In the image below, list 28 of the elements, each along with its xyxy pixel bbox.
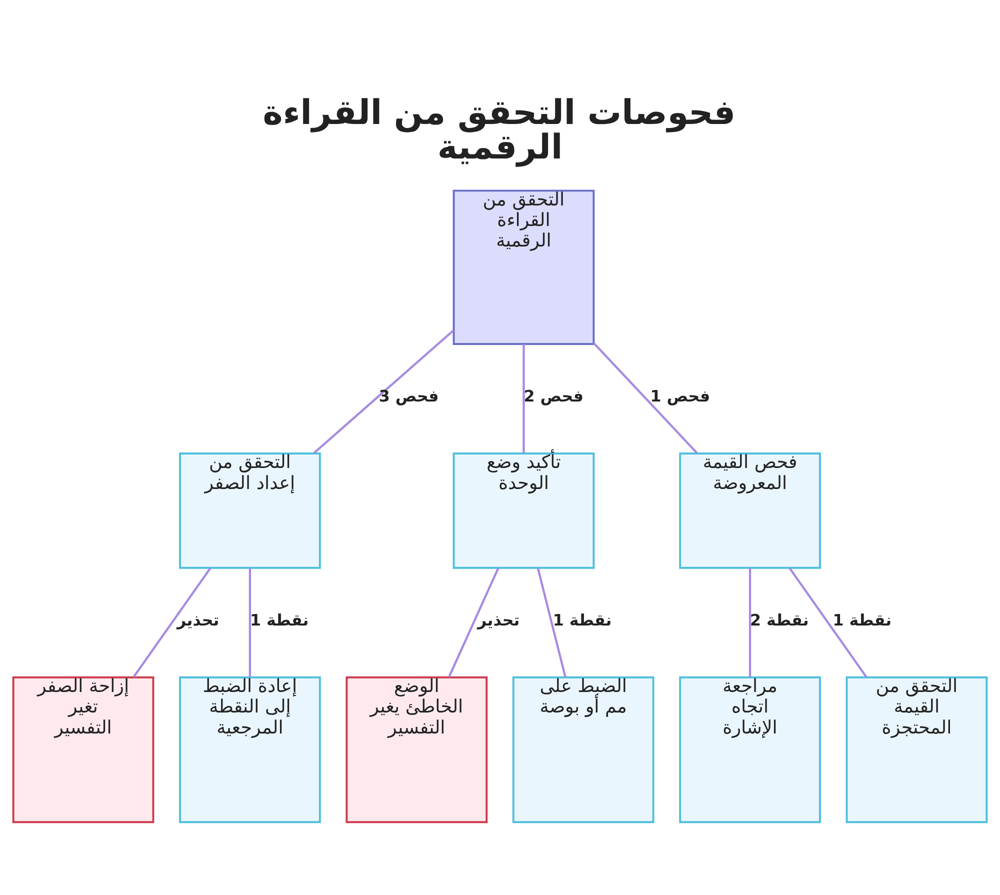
edge-label: فحص 3 [378,386,439,406]
edge-label: تحذير [477,610,520,630]
node-box: مراجعة اتجاه الإشارة [679,676,821,823]
diagram-title: فحوصات التحقق من القراءة الرقمية [262,92,736,167]
connector [788,566,868,678]
connector [448,567,500,678]
edge-label: نقطة 1 [250,610,309,630]
connector [313,328,454,454]
node-box: التحقق من القيمة المحتجزة [846,676,988,823]
connector [522,344,525,453]
edge-label: فحص 1 [650,386,710,406]
edge-label: نقطة 1 [832,610,892,630]
node-box: الوضع الخاطئ يغير التفسير [346,676,488,823]
connector [248,567,252,677]
connector [536,567,566,677]
connector [132,566,212,678]
node-box: التحقق من القراءة الرقمية [452,189,595,344]
node-box: التحقق من إعداد الصفر [179,452,321,568]
connector [592,342,698,454]
node-box: إزاحة الصفر تغير التفسير [12,676,154,823]
edge-label: نقطة 1 [552,610,612,630]
node-box: فحص القيمة المعروضة [679,452,821,568]
edge-label: نقطة 2 [750,610,809,630]
edge-label: تحذير [176,610,220,630]
node-box: إعادة الضبط إلى النقطة المرجعية [179,676,321,823]
node-box: الضبط على مم أو بوصة [512,676,654,823]
connector [748,567,752,677]
edge-label: فحص 2 [524,386,584,406]
